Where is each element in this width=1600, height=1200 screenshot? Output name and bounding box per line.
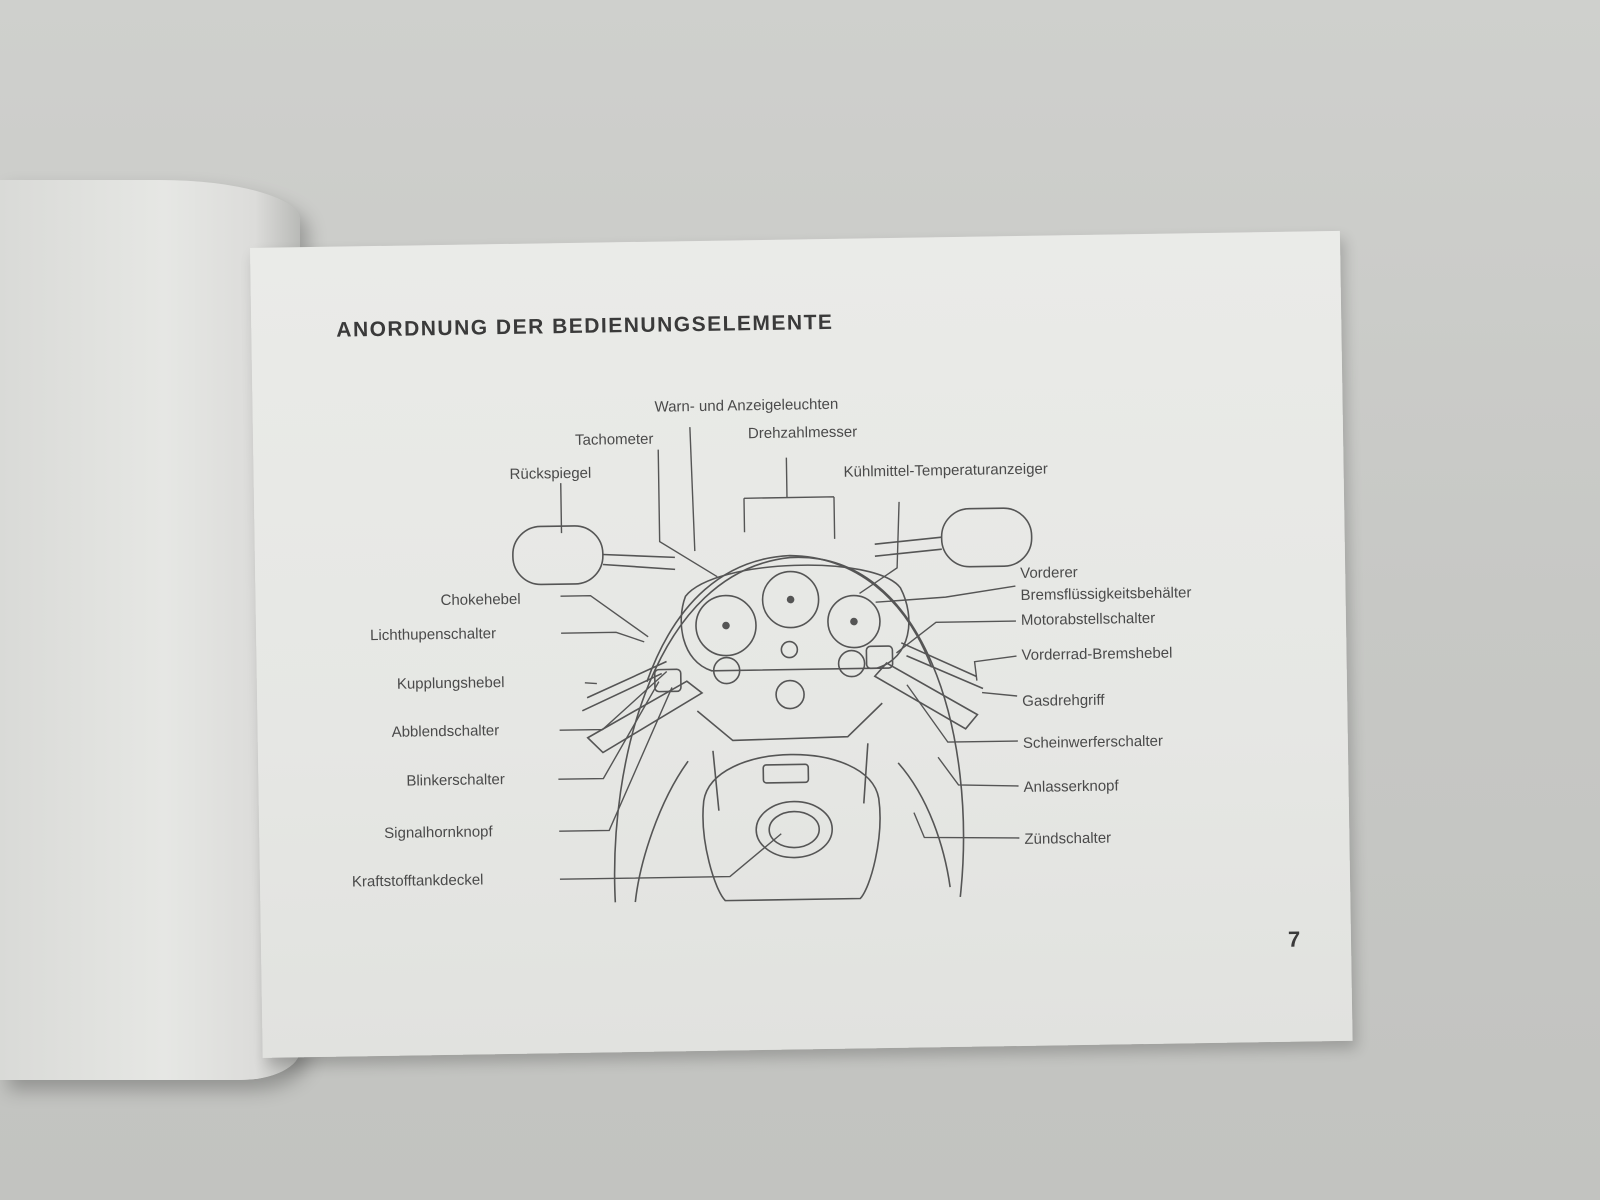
label-lichthupe: Lichthupenschalter <box>370 625 496 644</box>
label-vorderrad: Vorderrad-Bremshebel <box>1021 645 1172 664</box>
leader-lines <box>558 427 1020 880</box>
label-signalhorn: Signalhornknopf <box>384 823 493 842</box>
right-mirror <box>940 507 1033 568</box>
fuel-tank <box>702 753 881 902</box>
label-bremsfl: Bremsflüssigkeitsbehälter <box>1020 584 1191 604</box>
label-abblend: Abblendschalter <box>391 722 499 741</box>
label-kupplung: Kupplungshebel <box>397 674 505 693</box>
motorcycle-drawing <box>512 507 1033 903</box>
label-anlasser: Anlasserknopf <box>1023 777 1119 796</box>
label-warn: Warn- und Anzeigeleuchten <box>654 396 838 416</box>
rev-counter-dial <box>761 570 820 629</box>
label-vorderer: Vorderer <box>1020 564 1078 582</box>
page-number: 7 <box>1287 926 1301 952</box>
label-kuehlmittel: Kühlmittel-Temperaturanzeiger <box>843 460 1048 480</box>
tachometer-dial <box>695 594 757 657</box>
left-page <box>0 180 300 1080</box>
label-rueckspiegel: Rückspiegel <box>509 465 591 483</box>
label-gas: Gasdrehgriff <box>1022 692 1105 710</box>
label-blinker: Blinkerschalter <box>406 771 505 790</box>
left-mirror <box>512 525 604 586</box>
label-zuend: Zündschalter <box>1024 830 1111 848</box>
temp-gauge-dial <box>827 594 881 649</box>
label-scheinwerfer: Scheinwerferschalter <box>1023 733 1163 752</box>
right-grip <box>873 662 979 730</box>
callout-labels: Warn- und Anzeigeleuchten Drehzahlmesser… <box>352 396 1192 891</box>
label-tacho: Tachometer <box>575 431 654 449</box>
label-drehzahl: Drehzahlmesser <box>748 423 857 442</box>
label-choke: Chokehebel <box>440 591 520 609</box>
controls-diagram: Warn- und Anzeigeleuchten Drehzahlmesser… <box>352 396 1192 903</box>
label-motorabstell: Motorabstellschalter <box>1021 610 1155 629</box>
tank-cap <box>755 800 833 859</box>
label-tankdeckel: Kraftstofftankdeckel <box>352 871 484 890</box>
left-grip <box>586 680 704 754</box>
manual-page: ANORDNUNG DER BEDIENUNGSELEMENTE <box>250 230 1353 1058</box>
